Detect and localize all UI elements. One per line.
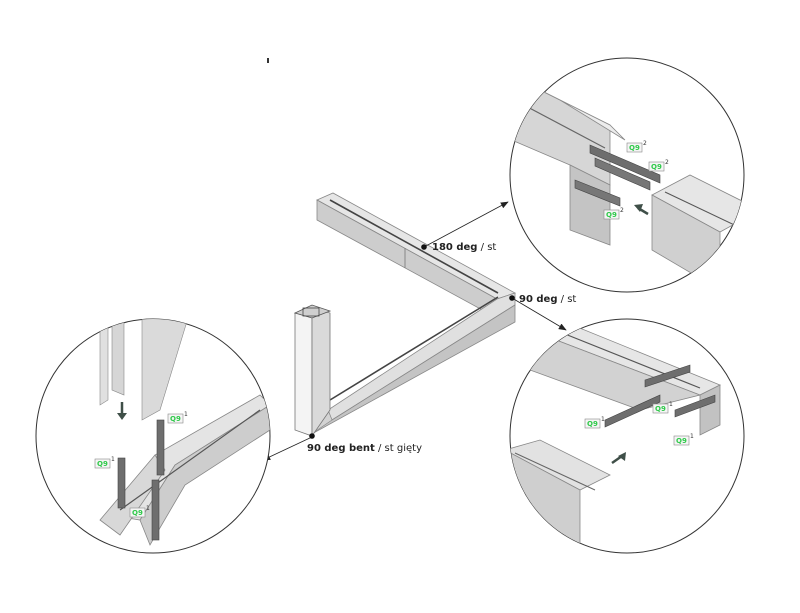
svg-text:Q9: Q9 (606, 211, 617, 219)
badge-q9: Q9 2 (603, 207, 624, 220)
badge-q9: Q9 2 (626, 140, 647, 153)
badge-q9: Q9 1 (673, 433, 694, 446)
badge-q9: Q9 1 (167, 411, 188, 424)
badge-q9: Q9 1 (652, 401, 673, 414)
leader-180 (423, 201, 509, 248)
point-90-bent (309, 433, 315, 439)
connector-plate (589, 144, 661, 184)
detail-90-bent: Q9 1 Q9 1 Q9 1 (35, 318, 271, 554)
svg-text:Q9: Q9 (587, 420, 598, 428)
svg-text:2: 2 (665, 159, 669, 166)
connector-plate (604, 394, 661, 428)
badge-q9: Q9 1 (129, 505, 150, 518)
connector-plate (574, 179, 621, 207)
detail-90: Q9 1 Q9 1 Q9 1 (509, 318, 745, 554)
upper-arm-side (316, 199, 498, 319)
svg-text:1: 1 (146, 505, 150, 512)
connector-plate (644, 364, 691, 388)
connector-plate (151, 479, 160, 541)
leader-lines (262, 201, 567, 461)
leader-90 (511, 297, 567, 331)
svg-text:Q9: Q9 (651, 163, 662, 171)
svg-text:1: 1 (184, 411, 188, 418)
badge-q9: Q9 1 (94, 456, 115, 469)
svg-text:Q9: Q9 (676, 437, 687, 445)
connector-plate (117, 457, 126, 509)
svg-text:1: 1 (111, 456, 115, 463)
svg-text:Q9: Q9 (629, 144, 640, 152)
svg-text:Q9: Q9 (655, 405, 666, 413)
svg-text:Q9: Q9 (132, 509, 143, 517)
lower-arm-top (327, 292, 516, 421)
detail-180: Q9 2 Q9 2 Q9 2 (509, 57, 745, 293)
main-profile (293, 192, 516, 438)
lower-arm-side (309, 304, 516, 436)
connector-plate (674, 394, 716, 418)
svg-text:1: 1 (669, 401, 673, 408)
badge-q9: Q9 1 (584, 416, 605, 429)
vertical-post-front (294, 307, 313, 437)
callout-90-bent: 90 deg bent / st gięty (307, 443, 422, 454)
svg-text:Q9: Q9 (97, 460, 108, 468)
svg-text:2: 2 (620, 207, 624, 214)
svg-text:1: 1 (601, 416, 605, 423)
svg-text:2: 2 (643, 140, 647, 147)
callout-90: 90 deg / st (519, 294, 576, 305)
stray-mark (267, 58, 269, 63)
upper-groove (329, 199, 499, 294)
point-90 (509, 295, 515, 301)
connector-plate (156, 419, 165, 476)
callout-180: 180 deg / st (432, 242, 496, 253)
svg-text:Q9: Q9 (170, 415, 181, 423)
leader-90-bent (262, 436, 313, 461)
badge-q9: Q9 2 (648, 159, 669, 172)
point-180 (421, 244, 427, 250)
svg-text:1: 1 (690, 433, 694, 440)
lower-groove (329, 296, 499, 401)
connector-plate (594, 157, 651, 191)
